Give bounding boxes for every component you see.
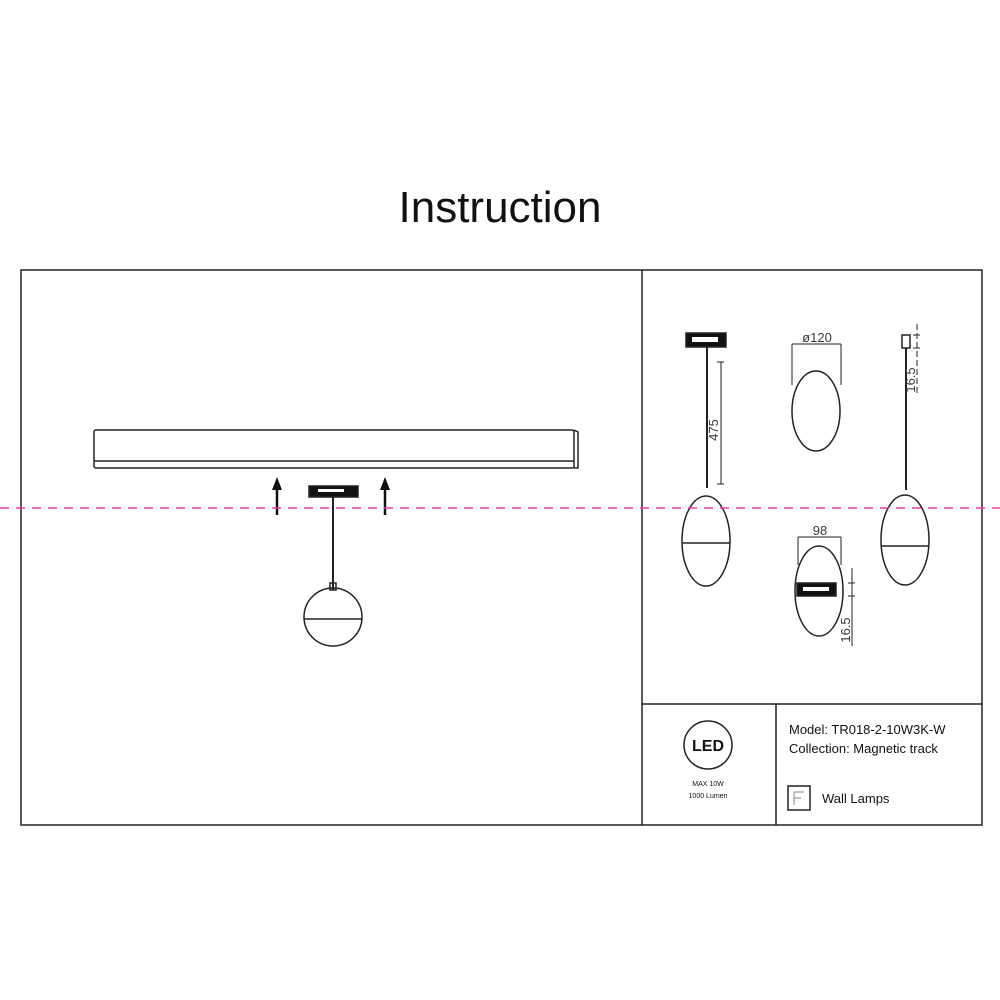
width-dimension: 98 xyxy=(813,523,827,538)
pendant-side-view-2 xyxy=(880,324,930,586)
connector-height-dimension: 16.5 xyxy=(903,367,918,392)
svg-text:LED: LED xyxy=(692,738,724,755)
led-badge-icon: LED xyxy=(683,720,733,770)
page-title: Instruction xyxy=(399,183,602,232)
frame xyxy=(20,269,983,826)
pendant-bottom-view xyxy=(794,536,855,646)
pendant-side-view xyxy=(681,332,731,587)
wall-lamp-icon xyxy=(787,785,811,811)
arrow-up-icon xyxy=(272,477,282,515)
arrow-up-icon xyxy=(380,477,390,515)
shade-front-view xyxy=(791,343,842,452)
lumen: 1000 Lumen xyxy=(689,793,728,800)
category-label: Wall Lamps xyxy=(822,791,890,806)
connector-height-dimension-bottom: 16.5 xyxy=(838,617,853,642)
max-power: MAX 10W xyxy=(692,781,724,788)
pendant-lamp-front xyxy=(303,485,363,647)
collection-label: Collection: Magnetic track xyxy=(789,741,938,756)
cord-length-dimension: 475 xyxy=(706,419,721,441)
model-label: Model: TR018-2-10W3K-W xyxy=(789,722,946,737)
track-rail xyxy=(93,429,579,469)
diameter-dimension: ø120 xyxy=(802,330,832,345)
